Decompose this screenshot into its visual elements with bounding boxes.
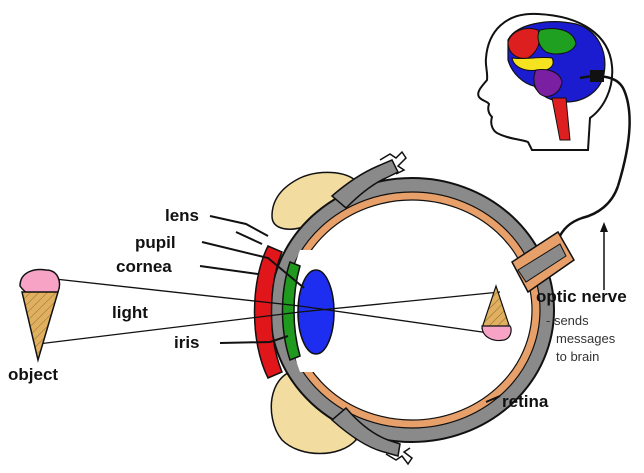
label-object: object <box>8 365 58 384</box>
head-with-brain <box>478 14 629 186</box>
optic-nerve-note-line-3: to brain <box>556 349 599 364</box>
lens-leader-2 <box>236 232 262 244</box>
optic-nerve-pointer-arrow <box>600 222 608 232</box>
label-light: light <box>112 303 148 322</box>
label-iris: iris <box>174 333 200 352</box>
optic-nerve-pathway <box>558 186 618 240</box>
label-lens: lens <box>165 206 199 225</box>
ice-cream-cone <box>22 292 58 360</box>
label-retina: retina <box>502 392 549 411</box>
optic-nerve-note-line-1: - sends <box>546 313 589 328</box>
visual-cortex-marker <box>590 70 604 82</box>
label-cornea: cornea <box>116 257 172 276</box>
optic-nerve-note-line-2: messages <box>556 331 616 346</box>
label-optic-nerve: optic nerve <box>536 287 627 306</box>
object-ice-cream <box>20 270 60 360</box>
label-pupil: pupil <box>135 233 176 252</box>
cornea-leader <box>200 266 258 274</box>
